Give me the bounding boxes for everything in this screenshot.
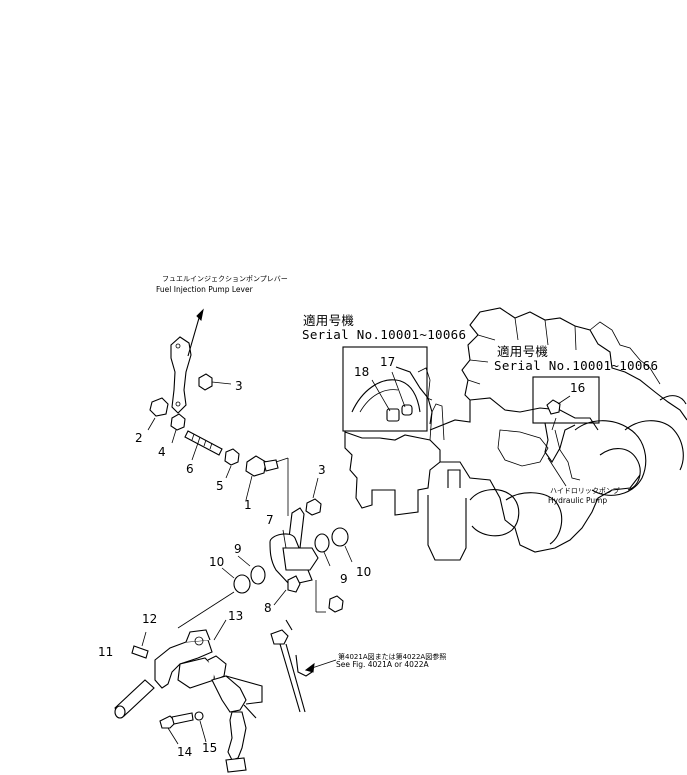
engine-block-drawing [344, 307, 687, 561]
serial-box-1-jp: 適用号機 [303, 313, 354, 328]
serial-box-1-serial: Serial No.10001~10066 [302, 327, 466, 342]
hydraulic-pump-jp-label: ハイドロリックポンプ [550, 487, 620, 495]
part-number-11: 11 [98, 645, 113, 659]
hydraulic-pump-en-label: Hydraulic Pump [548, 496, 607, 505]
part-number-13: 13 [228, 609, 243, 623]
serial-box-2 [532, 376, 600, 464]
part-number-2: 2 [135, 431, 143, 445]
serial-box-2-serial: Serial No.10001~10066 [494, 358, 658, 373]
part-number-6: 6 [186, 462, 194, 476]
part-number-7: 7 [266, 513, 274, 527]
part-number-3-lower: 3 [318, 463, 326, 477]
serial-box-1 [342, 346, 433, 432]
part-number-15: 15 [202, 741, 217, 755]
part-number-10-right: 10 [356, 565, 371, 579]
linkage-parts [114, 308, 353, 773]
part-number-5: 5 [216, 479, 224, 493]
part-number-12: 12 [142, 612, 157, 626]
part-number-3-upper: 3 [235, 379, 243, 393]
see-fig-jp-label: 第4021A図または第4022A図参照 [338, 652, 446, 661]
serial-box-2-jp: 適用号機 [497, 344, 548, 359]
part-number-9-right: 9 [340, 572, 348, 586]
fuel-lever-en-label: Fuel Injection Pump Lever [156, 285, 254, 294]
part-number-10-left: 10 [209, 555, 224, 569]
part-number-4: 4 [158, 445, 166, 459]
fuel-lever-jp-label: フュエルインジェクションポンプレバー [162, 275, 288, 283]
part-number-1: 1 [244, 498, 252, 512]
part-number-18: 18 [354, 365, 369, 379]
part-number-16: 16 [570, 381, 585, 395]
part-number-14: 14 [177, 745, 192, 759]
see-fig-en-label: See Fig. 4021A or 4022A [336, 660, 429, 669]
part-number-9-left: 9 [234, 542, 242, 556]
part-number-8: 8 [264, 601, 272, 615]
part-number-17: 17 [380, 355, 395, 369]
